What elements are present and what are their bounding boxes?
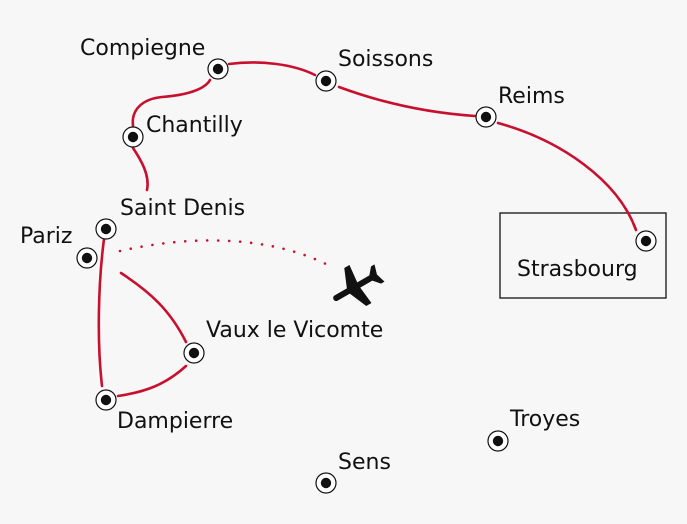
route-saint-denis-dampierre <box>97 237 106 388</box>
label-soissons: Soissons <box>338 47 433 72</box>
marker-saint-denis <box>95 218 117 240</box>
label-compiegne: Compiegne <box>80 36 205 61</box>
flight-path-dotted <box>118 239 332 268</box>
label-saint-denis: Saint Denis <box>120 196 245 221</box>
label-vaux-le-vicomte: Vaux le Vicomte <box>206 318 383 343</box>
marker-vaux-le-vicomte <box>183 342 205 364</box>
route-saint-denis-chantilly <box>131 146 149 192</box>
airplane-icon <box>333 264 385 307</box>
label-troyes: Troyes <box>509 407 580 432</box>
marker-reims <box>475 106 497 128</box>
label-strasbourg: Strasbourg <box>517 257 638 282</box>
label-dampierre: Dampierre <box>117 409 233 434</box>
route-lines <box>97 61 638 398</box>
marker-sens <box>315 472 337 494</box>
label-chantilly: Chantilly <box>146 113 243 138</box>
marker-chantilly <box>122 126 144 148</box>
route-compiegne-soissons <box>227 61 317 77</box>
route-saint-denis-vaux <box>119 271 188 344</box>
route-soissons-reims <box>337 85 477 118</box>
marker-strasbourg <box>635 230 657 252</box>
marker-compiegne <box>207 58 229 80</box>
route-vaux-dampierre <box>116 364 188 398</box>
route-reims-strasbourg <box>496 121 638 232</box>
route-chantilly-compiegne <box>131 78 212 128</box>
marker-dampierre <box>95 389 117 411</box>
marker-troyes <box>487 430 509 452</box>
label-sens: Sens <box>338 450 391 475</box>
marker-soissons <box>315 70 337 92</box>
label-reims: Reims <box>498 84 565 109</box>
label-pariz: Pariz <box>20 224 72 249</box>
strasbourg-inset-frame <box>499 212 667 299</box>
marker-pariz <box>76 247 98 269</box>
